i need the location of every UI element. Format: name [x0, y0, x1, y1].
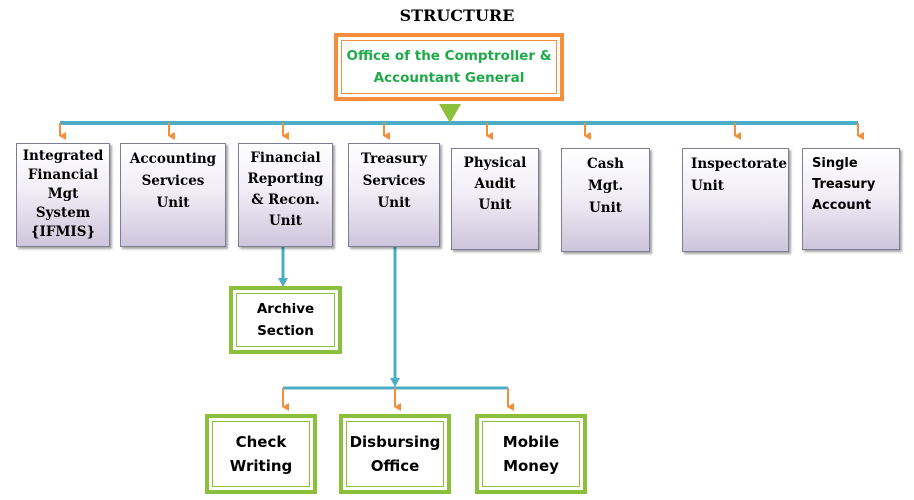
check-writing-label: Check Writing	[212, 421, 310, 487]
disbursing-office-label: Disbursing Office	[346, 421, 444, 487]
check-writing-node: Check Writing	[205, 414, 317, 494]
mobile-money-label: Mobile Money	[482, 421, 580, 487]
root-arrow	[439, 104, 461, 123]
unit-ifmis: Integrated Financial Mgt System {IFMIS}	[16, 143, 110, 247]
mobile-money-node: Mobile Money	[475, 414, 587, 494]
archive-section-node: Archive Section	[229, 286, 342, 354]
unit-accounting-services: Accounting Services Unit	[120, 143, 226, 247]
diagram-title: STRUCTURE	[399, 6, 515, 25]
archive-section-label: Archive Section	[236, 293, 335, 347]
unit-treasury-services: Treasury Services Unit	[348, 143, 440, 247]
unit-inspectorate: Inspectorate Unit	[682, 148, 789, 252]
unit-physical-audit: Physical Audit Unit	[451, 148, 539, 250]
archive-arrowhead	[278, 278, 288, 287]
disbursing-office-node: Disbursing Office	[339, 414, 451, 494]
unit-cash-mgt: Cash Mgt. Unit	[561, 148, 650, 252]
root-node: Office of the Comptroller & Accountant G…	[334, 33, 564, 101]
unit-financial-reporting: Financial Reporting & Recon. Unit	[238, 143, 333, 247]
unit-single-treasury-account: Single Treasury Account	[802, 148, 900, 250]
root-label: Office of the Comptroller & Accountant G…	[341, 40, 557, 94]
treasury-arrowhead	[390, 378, 400, 387]
